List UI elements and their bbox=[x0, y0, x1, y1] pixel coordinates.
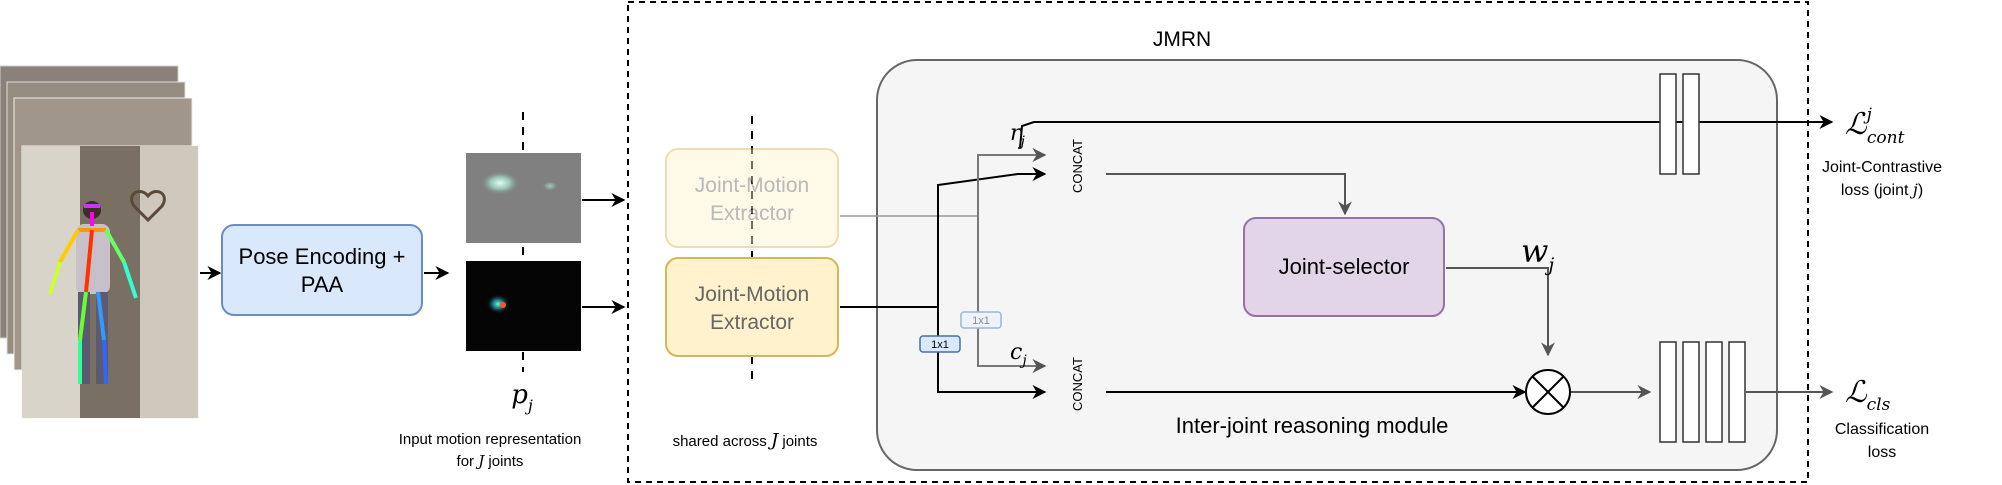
extractor-bottom-box bbox=[665, 257, 839, 357]
arrow-selector-to-multiply bbox=[1446, 267, 1555, 357]
extractor-bottom-line1: Joint-Motion bbox=[695, 283, 809, 306]
pose-encoding-block: Pose Encoding + PAA bbox=[221, 224, 423, 316]
pose-encoding-line1: Pose Encoding + bbox=[239, 244, 406, 269]
concat-top-label: CONCAT bbox=[1070, 139, 1085, 193]
arrow-gray-to-concat-bottom bbox=[977, 216, 1047, 373]
motion-rep-symbol: pj bbox=[511, 380, 533, 415]
extractor-top-box bbox=[665, 148, 839, 248]
multiply-node bbox=[1525, 369, 1571, 415]
video-frame-stack bbox=[0, 65, 199, 419]
pose-encoding-line2: PAA bbox=[301, 272, 344, 297]
conv-badge-bottom: 1x1 bbox=[919, 335, 961, 353]
concat-bottom-label: CONCAT bbox=[1070, 357, 1085, 411]
w-symbol: wj bbox=[1521, 232, 1554, 276]
c-symbol: cj bbox=[1010, 340, 1027, 369]
jmrn-title: JMRN bbox=[1153, 28, 1211, 51]
r-symbol: rj bbox=[1010, 121, 1026, 150]
extractor-bottom-line2: Extractor bbox=[710, 311, 794, 334]
motion-rep-caption-line1: Input motion representation bbox=[399, 431, 582, 448]
extractor-top-line1: Joint-Motion bbox=[695, 174, 809, 197]
classification-loss-label-line2: loss bbox=[1868, 444, 1896, 461]
joint-selector-block: Joint-selector bbox=[1243, 217, 1445, 317]
conv-badge-top: 1x1 bbox=[960, 311, 1002, 329]
conv-badge-bottom-label: 1x1 bbox=[931, 339, 949, 351]
fc-layers-bottom bbox=[1659, 341, 1746, 443]
contrastive-loss-label-line2: loss (joint j) bbox=[1841, 180, 1923, 199]
extractor-bottom-block: Joint-Motion Extractor bbox=[665, 257, 839, 357]
joint-selector-box bbox=[1243, 217, 1445, 317]
pose-skeleton-overlay bbox=[48, 204, 138, 385]
motion-rep-caption-line2: for J joints bbox=[457, 452, 524, 470]
arrow-gray-to-concat-top bbox=[977, 148, 1047, 216]
extractor-top-block: Joint-Motion Extractor bbox=[665, 148, 839, 248]
joint-selector-label: Joint-selector bbox=[1279, 254, 1410, 279]
inter-joint-module-label: Inter-joint reasoning module bbox=[1176, 413, 1449, 438]
motion-representation: pj Input motion representation for J joi… bbox=[399, 112, 582, 470]
pose-encoding-box bbox=[221, 224, 423, 316]
extractor-top-line2: Extractor bbox=[710, 202, 794, 225]
heart-wreath-icon bbox=[130, 190, 166, 223]
arrow-r-to-contrastive-loss bbox=[1019, 115, 1834, 149]
motion-map-top bbox=[466, 153, 581, 243]
outer-dashed-container bbox=[627, 1, 1809, 483]
classification-loss-symbol: ℒcls bbox=[1845, 375, 1891, 415]
frame-front bbox=[21, 145, 199, 419]
contrastive-loss-label-line1: Joint-Contrastive bbox=[1822, 159, 1942, 176]
classification-loss: ℒcls Classification loss bbox=[1835, 375, 1929, 461]
fc-layers-top bbox=[1659, 73, 1700, 175]
classification-loss-label-line1: Classification bbox=[1835, 421, 1929, 438]
arrow-concat-to-selector bbox=[1106, 173, 1352, 216]
motion-map-bottom bbox=[466, 261, 581, 351]
conv-badge-top-label: 1x1 bbox=[972, 315, 990, 327]
shared-caption: shared across J joints bbox=[673, 430, 818, 451]
